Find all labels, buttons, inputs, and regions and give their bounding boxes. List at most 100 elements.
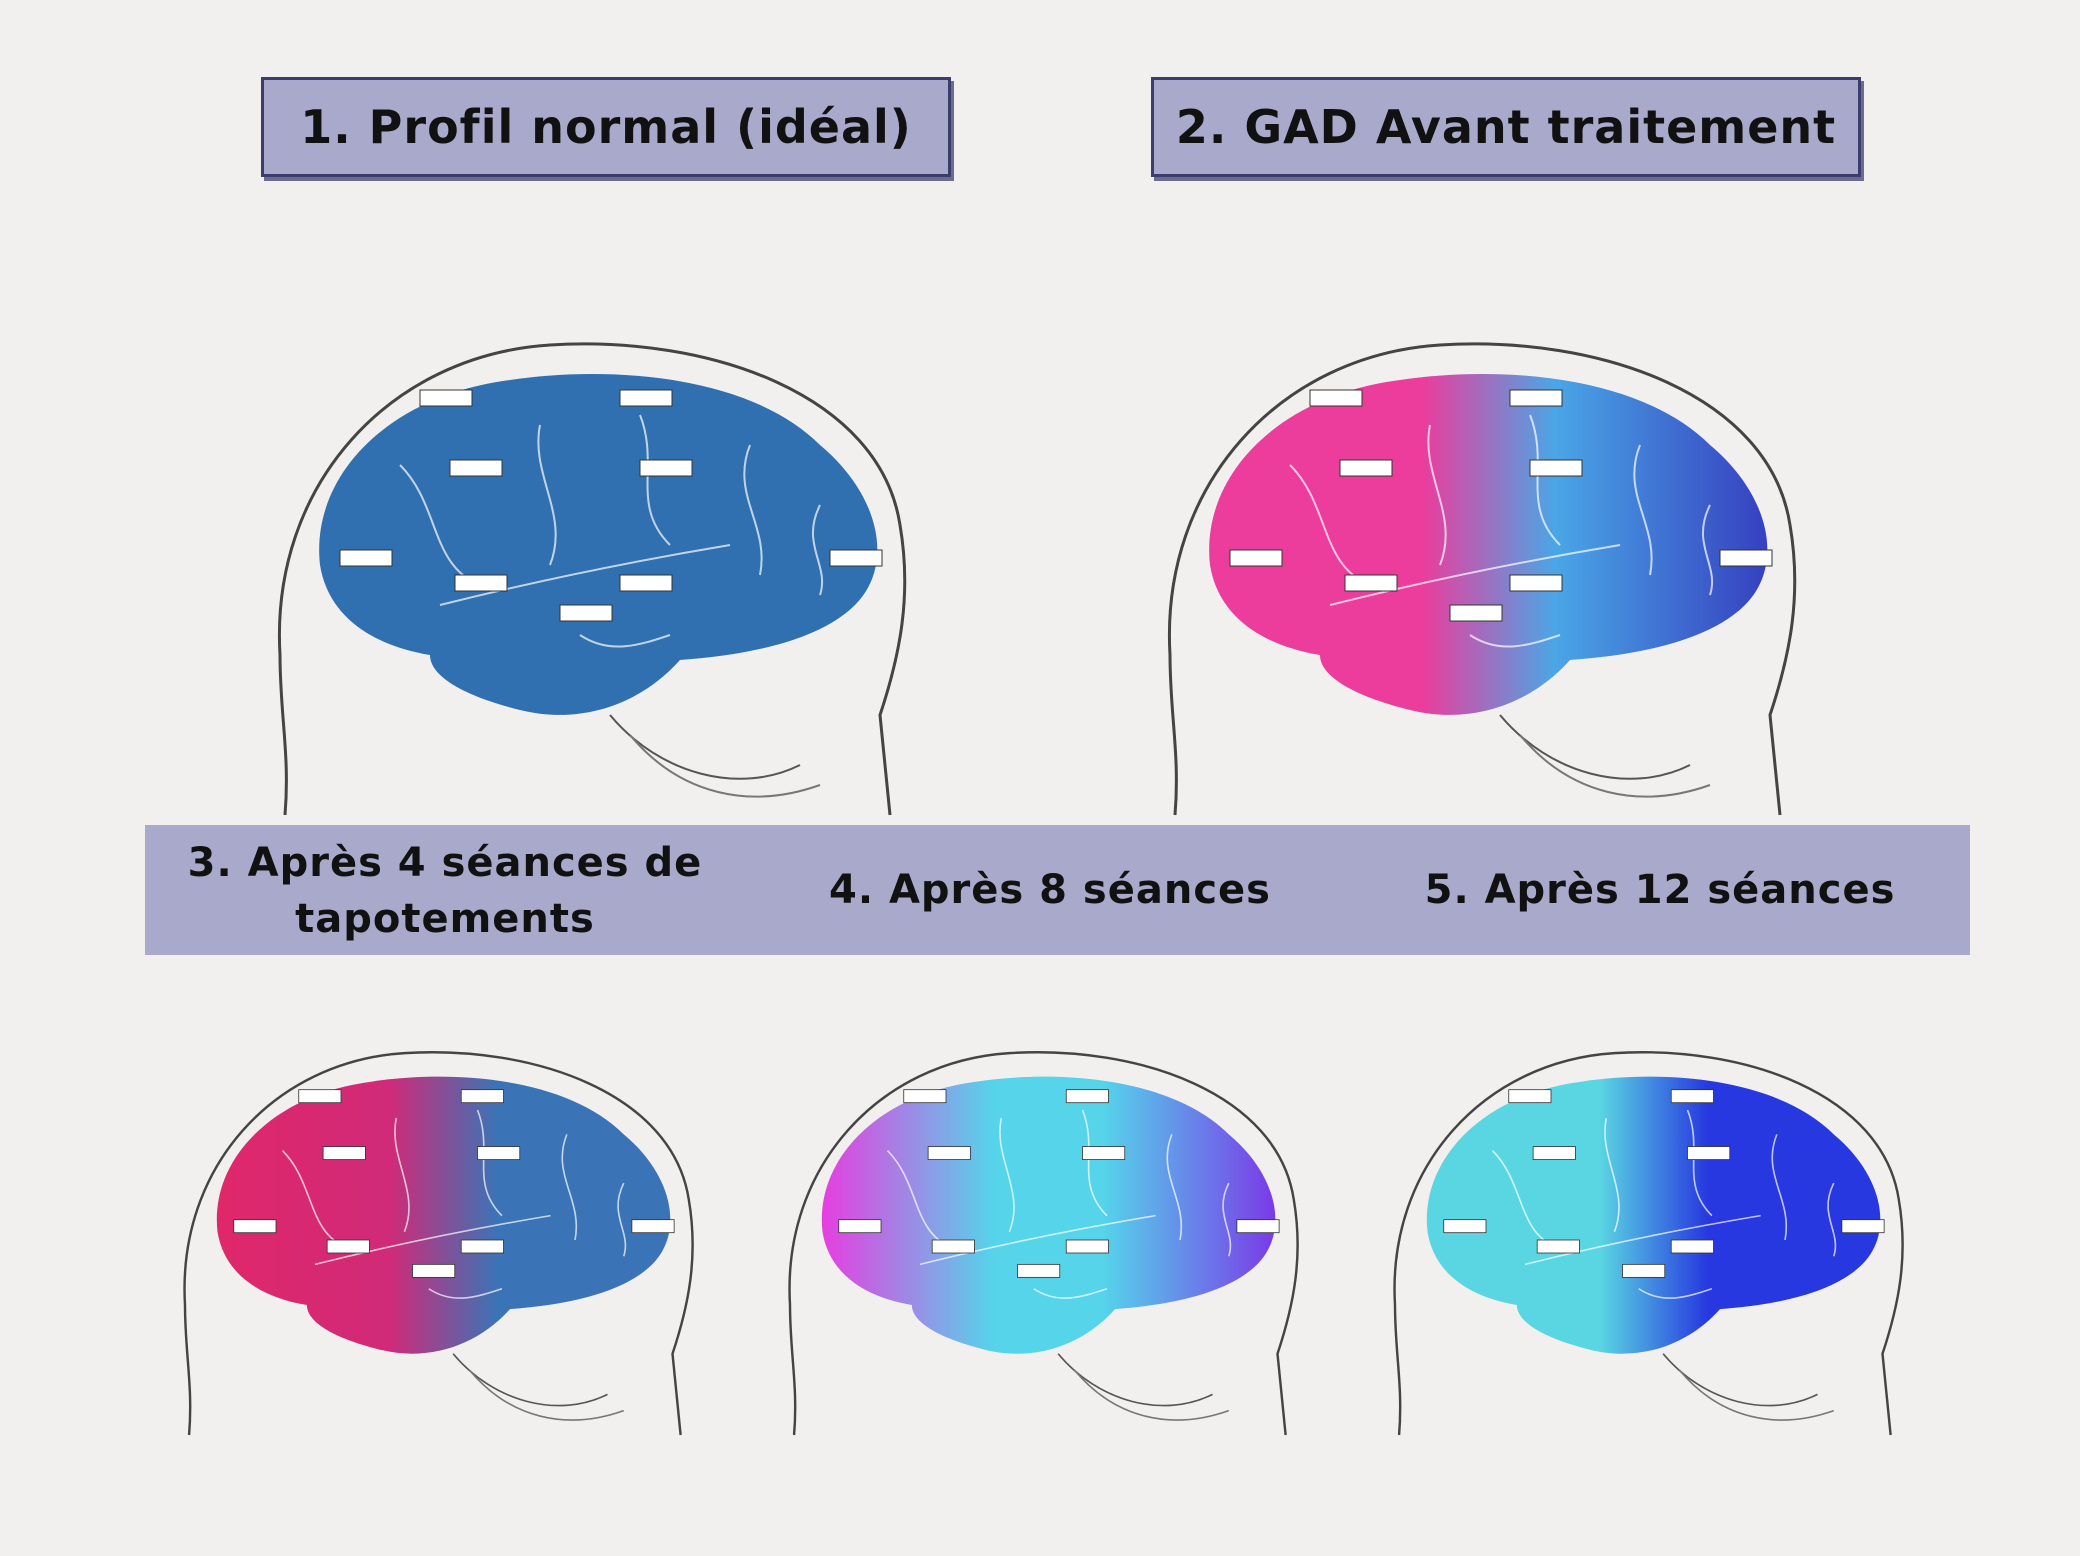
brain-sulcus xyxy=(1604,1117,1620,1233)
brain-sulcus xyxy=(1686,1109,1713,1217)
electrode-marker xyxy=(903,1089,947,1104)
brain-sulcus xyxy=(394,1117,410,1233)
electrode-marker xyxy=(1236,1219,1280,1234)
electrode-marker xyxy=(477,1146,521,1160)
neck-line xyxy=(452,1353,608,1407)
electrode-marker xyxy=(454,574,508,592)
electrode-marker xyxy=(1082,1146,1126,1160)
electrode-marker xyxy=(1508,1089,1552,1104)
electrode-marker xyxy=(1529,459,1583,477)
brain-sulcus xyxy=(617,1182,627,1257)
electrode-marker xyxy=(1017,1263,1061,1278)
brain-sulcus xyxy=(919,1214,1156,1266)
electrode-marker xyxy=(1532,1146,1576,1160)
electrode-marker xyxy=(1344,574,1398,592)
electrode-marker xyxy=(419,389,473,407)
electrode-marker xyxy=(412,1263,456,1278)
brain-sulcus xyxy=(1033,1287,1108,1299)
brain-sulcus xyxy=(999,1117,1015,1233)
electrode-marker xyxy=(931,1239,975,1254)
electrode-marker xyxy=(1309,389,1363,407)
brain-sulcus xyxy=(1701,504,1714,596)
electrode-marker xyxy=(1339,459,1393,477)
neck-line xyxy=(1057,1353,1213,1407)
electrode-marker xyxy=(449,459,503,477)
brain-sulcus xyxy=(314,1214,551,1266)
brain-map-3 xyxy=(183,1051,694,1436)
electrode-marker xyxy=(1509,574,1563,592)
brain-sulcus xyxy=(1427,424,1447,566)
head-outline xyxy=(183,1051,694,1436)
brain-sulcus xyxy=(1633,444,1653,576)
electrode-marker xyxy=(298,1089,342,1104)
brain-sulcus xyxy=(476,1109,503,1217)
electrode-marker xyxy=(639,459,693,477)
electrode-marker xyxy=(838,1219,882,1234)
electrode-marker xyxy=(1443,1219,1487,1234)
electrode-marker xyxy=(927,1146,971,1160)
brain-shape xyxy=(1426,1076,1881,1354)
brain-sulcus xyxy=(639,414,671,546)
brain-shape xyxy=(319,373,878,715)
electrode-marker xyxy=(460,1089,504,1104)
panel-2-title: 2. GAD Avant traitement xyxy=(1151,77,1861,177)
panel-3-title: 3. Après 4 séances de tapotements xyxy=(187,840,703,942)
electrode-marker xyxy=(1687,1146,1731,1160)
panel-1-title: 1. Profil normal (idéal) xyxy=(261,77,951,177)
brain-shape xyxy=(821,1076,1276,1354)
electrode-marker xyxy=(1622,1263,1666,1278)
brain-map-2 xyxy=(1167,342,1797,816)
head-outline xyxy=(1393,1051,1904,1436)
brain-sulcus xyxy=(537,424,557,566)
brain-map-1 xyxy=(277,342,907,816)
brain-sulcus xyxy=(1222,1182,1232,1257)
brain-sulcus xyxy=(1524,1214,1761,1266)
brain-sulcus xyxy=(1081,1109,1108,1217)
electrode-marker xyxy=(829,549,883,567)
electrode-marker xyxy=(1229,549,1283,567)
electrode-marker xyxy=(1536,1239,1580,1254)
neck-line xyxy=(468,1369,625,1421)
neck-line xyxy=(1678,1369,1835,1421)
electrode-marker xyxy=(460,1239,504,1254)
electrode-marker xyxy=(1509,389,1563,407)
brain-sulcus xyxy=(1469,634,1561,648)
brain-map-5 xyxy=(1393,1051,1904,1436)
brain-sulcus xyxy=(1329,544,1621,606)
electrode-marker xyxy=(1670,1089,1714,1104)
electrode-marker xyxy=(619,574,673,592)
neck-line xyxy=(1662,1353,1818,1407)
electrode-marker xyxy=(1065,1239,1109,1254)
panel-5-title: 5. Après 12 séances xyxy=(1424,867,1896,913)
neck-line xyxy=(1499,714,1691,780)
brain-sulcus xyxy=(428,1287,503,1299)
electrode-marker xyxy=(322,1146,366,1160)
electrode-marker xyxy=(619,389,673,407)
electrode-marker xyxy=(1841,1219,1885,1234)
electrode-marker xyxy=(1719,549,1773,567)
electrode-marker xyxy=(233,1219,277,1234)
electrode-marker xyxy=(1449,604,1503,622)
electrode-marker xyxy=(631,1219,675,1234)
brain-sulcus xyxy=(1827,1182,1837,1257)
brain-sulcus xyxy=(743,444,763,576)
brain-map-4 xyxy=(788,1051,1299,1436)
head-outline xyxy=(277,342,907,816)
brain-sulcus xyxy=(1166,1134,1183,1241)
electrode-marker xyxy=(559,604,613,622)
brain-sulcus xyxy=(439,544,731,606)
brain-shape xyxy=(216,1076,671,1354)
brain-sulcus xyxy=(811,504,824,596)
electrode-marker xyxy=(326,1239,370,1254)
brain-sulcus xyxy=(561,1134,578,1241)
bottom-title-band xyxy=(145,825,1970,955)
brain-sulcus xyxy=(1771,1134,1788,1241)
brain-sulcus xyxy=(1529,414,1561,546)
neck-line xyxy=(1519,734,1711,798)
brain-sulcus xyxy=(579,634,671,648)
brain-shape xyxy=(1209,373,1768,715)
neck-line xyxy=(629,734,821,798)
electrode-marker xyxy=(339,549,393,567)
head-outline xyxy=(788,1051,1299,1436)
electrode-marker xyxy=(1670,1239,1714,1254)
